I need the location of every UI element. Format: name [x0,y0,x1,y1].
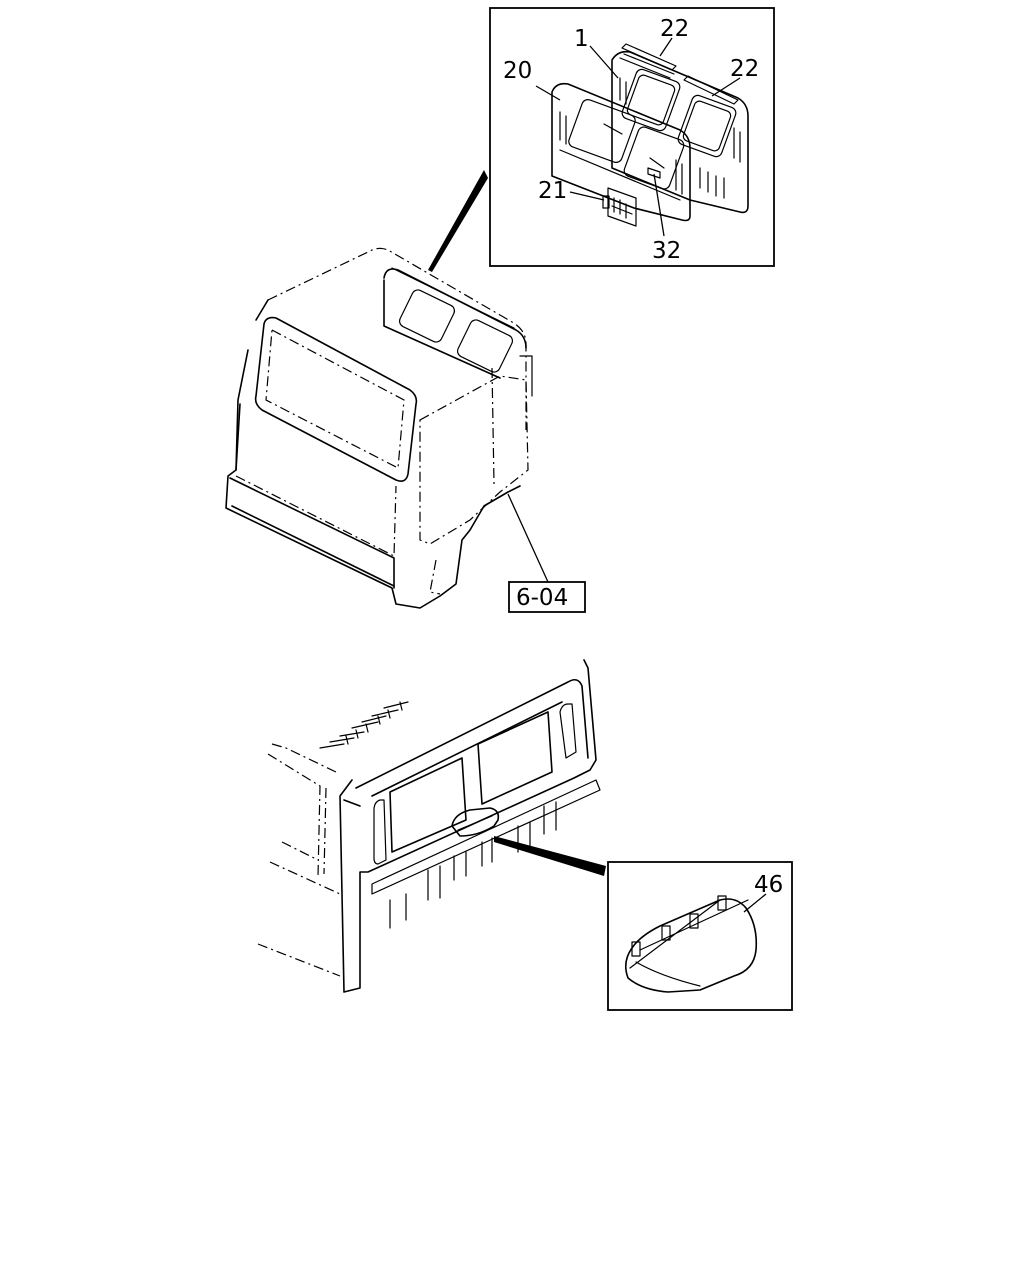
callout-22-right: 22 [730,56,759,82]
callout-1: 1 [574,26,589,52]
rear-window-panel-1 [611,50,749,214]
callout-46: 46 [754,872,783,898]
callout-32: 32 [652,238,681,264]
detail-pointer-top [428,170,488,272]
callout-21: 21 [538,178,567,204]
inset-frame-bottom [607,861,793,1011]
rear-window-panel-20 [551,82,691,222]
reference-label: 6-04 [516,585,568,611]
cover-detail-inset: 46 [607,861,793,1011]
cover-part-46 [624,895,758,993]
clip-part-21 [602,187,637,227]
cab-rear-wall-interior [257,659,601,993]
callout-22-upper: 22 [660,16,689,42]
inset-frame [489,7,775,267]
detail-pointer-bottom [494,836,606,876]
latch-part-32 [647,167,661,179]
truck-cab-illustration [225,247,533,609]
reference-6-04-box: 6-04 [508,581,586,613]
callout-20: 20 [503,58,532,84]
rubber-strip-22 [621,43,739,105]
rear-window-detail-inset: 1 22 22 20 21 32 [489,7,775,267]
